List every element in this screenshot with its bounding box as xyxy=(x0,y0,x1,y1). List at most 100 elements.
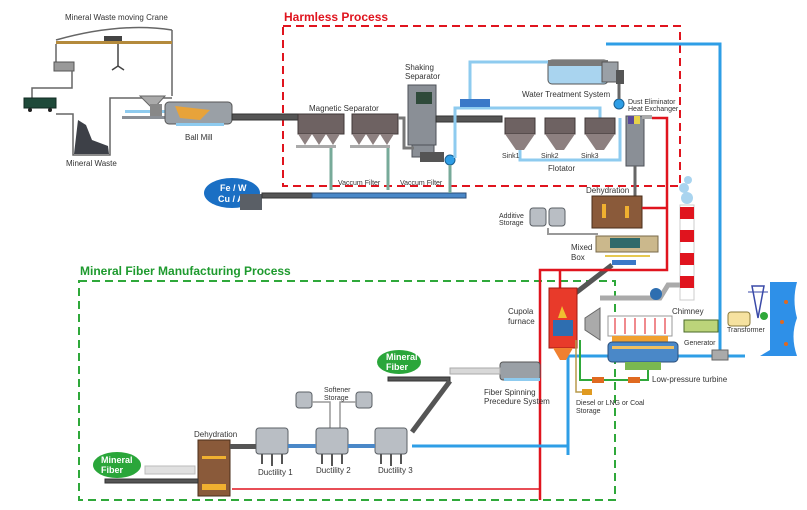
softener-label-1: Softener xyxy=(324,387,351,394)
fuel-storage-tank xyxy=(582,389,592,395)
vaccum-filter-label-2: Vaccum Filter xyxy=(400,180,443,187)
main-conveyor xyxy=(231,113,299,121)
crane-assembly xyxy=(23,26,173,156)
additive-storage-label-2: Storage xyxy=(499,220,524,227)
fuel-line xyxy=(575,340,584,393)
fiber-low-text-1: Mineral xyxy=(101,455,133,465)
fuel-valve-2 xyxy=(628,377,640,383)
transformer xyxy=(727,285,768,327)
shaking-separator xyxy=(398,84,444,162)
water-pump-return xyxy=(711,349,729,361)
sink1-label: Sink1 xyxy=(502,153,520,160)
water-loop-top xyxy=(468,60,548,104)
mineral-fiber-bubble-low xyxy=(93,452,141,478)
softener-lines xyxy=(312,401,356,428)
shaking-separator-label-1: Shaking xyxy=(405,63,434,72)
fiber-spinning-system xyxy=(449,361,541,381)
metals-bin xyxy=(240,194,262,210)
softener-label-2: Storage xyxy=(324,395,349,402)
ball-mill xyxy=(122,95,233,126)
dehydration-top-label: Dehydration xyxy=(586,186,629,195)
turbine xyxy=(584,307,679,370)
harmless-process-boundary xyxy=(282,25,681,187)
fish-icon xyxy=(784,300,788,304)
water-header-tank xyxy=(460,99,490,107)
heat-pipe-dust-eliminator xyxy=(538,116,669,500)
crane-label: Mineral Waste moving Crane xyxy=(65,13,168,22)
water-treatment-system xyxy=(547,59,624,85)
transformer-label: Transformer xyxy=(727,327,766,334)
dehydration-bottom xyxy=(197,439,256,497)
mixed-box-label-1: Mixed xyxy=(571,243,592,252)
fiber-spinning-label-2: Precedure System xyxy=(484,397,550,406)
ductility1-label: Ductility 1 xyxy=(258,468,293,477)
mineral-waste-label: Mineral Waste xyxy=(66,159,117,168)
vaccum-filter-line xyxy=(311,192,467,199)
ball-mill-label: Ball Mill xyxy=(185,133,213,142)
magnetic-separator-1 xyxy=(296,113,345,148)
fish-icon xyxy=(780,320,784,324)
fiber-incline-conveyor xyxy=(409,379,453,434)
softener-tank-1 xyxy=(295,391,313,409)
water-body xyxy=(760,282,797,356)
cupola-label-2: furnace xyxy=(508,317,535,326)
sink2-label: Sink2 xyxy=(541,153,559,160)
sink3-label: Sink3 xyxy=(581,153,599,160)
ductility-tank-1 xyxy=(255,427,289,466)
cupola-furnace xyxy=(548,287,578,360)
metals-bubble-text-1: Fe / W xyxy=(220,183,247,193)
mineral-fiber-bubble-mid xyxy=(377,350,421,374)
additive-storage-label-1: Additive xyxy=(499,213,524,220)
sink-3 xyxy=(584,117,616,150)
mineral-fiber-title: Mineral Fiber Manufacturing Process xyxy=(80,264,291,278)
cupola-label-1: Cupola xyxy=(508,307,534,316)
dust-eliminator xyxy=(613,84,652,167)
harmless-process-title: Harmless Process xyxy=(284,10,388,24)
chimney xyxy=(600,176,695,301)
flotator-water-return xyxy=(518,118,622,162)
dehydration-bottom-label: Dehydration xyxy=(194,430,237,439)
fiber-bundles xyxy=(144,465,196,475)
steam-green-loop xyxy=(579,340,649,381)
vaccum-filter-label-1: Vaccum Filter xyxy=(338,180,381,187)
ductility3-label: Ductility 3 xyxy=(378,466,413,475)
fiber-mid-conveyor xyxy=(387,376,451,382)
chimney-label: Chimney xyxy=(672,307,704,316)
fuel-valve-1 xyxy=(592,377,604,383)
shaking-separator-label-2: Separator xyxy=(405,72,440,81)
fiber-mid-text-2: Fiber xyxy=(386,362,409,372)
water-loop-inner xyxy=(453,106,602,158)
low-pressure-turbine-label: Low-pressure turbine xyxy=(652,375,728,384)
mineral-fiber-boundary xyxy=(78,280,616,501)
generator-label: Generator xyxy=(684,340,716,347)
ductility-link-2 xyxy=(348,444,375,448)
fish-icon xyxy=(784,342,788,346)
magnetic-separator-label: Magnetic Separator xyxy=(309,104,379,113)
ductility-tank-3 xyxy=(374,427,408,466)
sink-1 xyxy=(504,117,536,150)
fuel-storage-label-1: Diesel or LNG or Coal xyxy=(576,400,645,407)
dehydration-top xyxy=(591,166,643,229)
flotator-feed-conveyor xyxy=(435,115,503,123)
generator xyxy=(683,319,719,333)
fiber-spinning-label-1: Fiber Spinning xyxy=(484,388,536,397)
fuel-storage-label-2: Storage xyxy=(576,408,601,415)
ductility-tank-2 xyxy=(315,427,349,466)
additive-storage xyxy=(529,207,598,235)
flotator-label: Flotator xyxy=(548,164,575,173)
mixed-box xyxy=(595,235,659,265)
metals-conveyor xyxy=(261,192,313,199)
water-treatment-label: Water Treatment System xyxy=(522,90,611,99)
sink-2 xyxy=(544,117,576,150)
mineral-waste-pile xyxy=(74,120,109,154)
fiber-low-text-2: Fiber xyxy=(101,465,124,475)
water-pipe-main xyxy=(606,42,722,350)
ductility2-label: Ductility 2 xyxy=(316,466,351,475)
dust-eliminator-label-2: Heat Exchanger xyxy=(628,106,679,113)
magnetic-separator-2 xyxy=(350,113,399,148)
metals-bubble-text-2: Cu / Au xyxy=(218,194,249,204)
fiber-low-conveyor xyxy=(104,478,199,484)
softener-tank-2 xyxy=(355,391,373,409)
